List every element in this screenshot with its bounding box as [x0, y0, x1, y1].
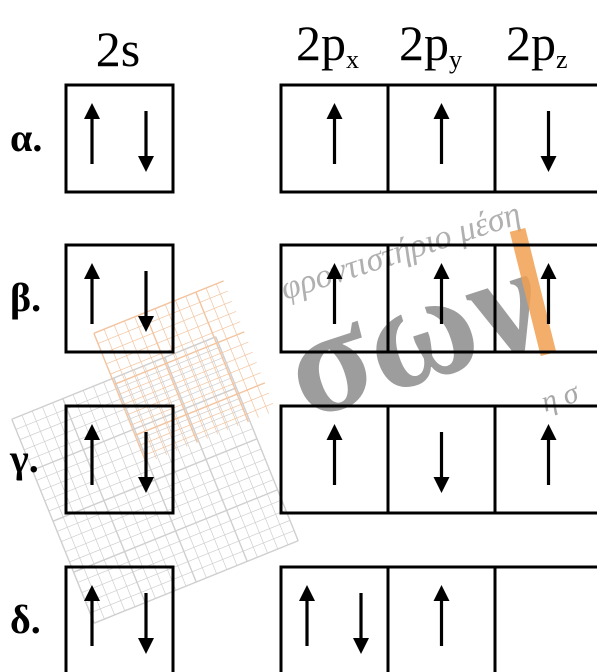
orbital-row: γ.: [9, 404, 597, 515]
header-2py: 2py: [399, 15, 462, 74]
header-2pz-main: 2p: [506, 15, 556, 71]
p-orbital-box: [279, 565, 390, 672]
svg-text:2px: 2px: [296, 15, 359, 74]
header-2px: 2px: [296, 15, 359, 74]
header-2px-sub: x: [346, 45, 359, 74]
p-orbital-box: [493, 565, 597, 672]
row-label: β.: [10, 275, 41, 320]
orbital-rows: α. β. γ. δ.: [9, 83, 597, 672]
row-label: α.: [10, 115, 42, 160]
row-label: γ.: [9, 436, 39, 481]
svg-text:2py: 2py: [399, 15, 462, 74]
orbital-row: δ.: [10, 565, 597, 672]
column-headers: 2s 2px 2py 2pz: [96, 15, 568, 77]
watermark-grid-orange: [93, 280, 274, 464]
header-2px-main: 2p: [296, 15, 346, 71]
s-orbital-box: [64, 565, 175, 672]
watermark-grid: [11, 280, 299, 624]
watermark-text-line2: η σ: [537, 375, 584, 418]
svg-text:2pz: 2pz: [506, 15, 568, 74]
orbital-row: β.: [10, 243, 597, 354]
p-orbital-box: [493, 83, 597, 194]
s-orbital-box: [64, 243, 175, 354]
watermark: φροντιστήριο μέση σων η σ: [11, 195, 584, 624]
s-orbital-box: [64, 83, 175, 194]
row-label: δ.: [10, 597, 41, 642]
p-orbital-box: [493, 404, 597, 515]
p-orbital-box: [493, 243, 597, 354]
watermark-orange-bar: [509, 227, 557, 357]
s-orbital-box: [64, 404, 175, 515]
header-2py-sub: y: [449, 45, 462, 74]
orbital-row: α.: [10, 83, 597, 194]
header-2pz: 2pz: [506, 15, 568, 74]
header-2s: 2s: [96, 21, 140, 77]
header-2py-main: 2p: [399, 15, 449, 71]
header-2pz-sub: z: [556, 45, 568, 74]
